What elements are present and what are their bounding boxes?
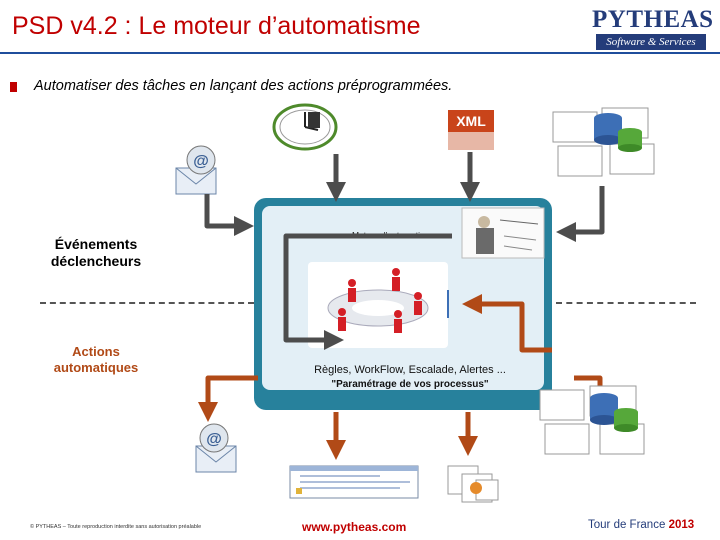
parametrage-text: "Paramétrage de vos processus" [290, 379, 530, 390]
footer-tour-prefix: Tour de France [588, 519, 665, 531]
footer-website-link[interactable]: www.pytheas.com [302, 520, 406, 534]
rules-text: Règles, WorkFlow, Escalade, Alertes ... [290, 364, 530, 376]
arrow-feedback [472, 304, 552, 350]
users-sketch-image [462, 208, 544, 258]
footer-tour-year: 2013 [669, 519, 695, 531]
arrow-database [566, 186, 602, 232]
arrow-to-email [208, 378, 258, 412]
footer-copyright: © PYTHEAS – Toute reproduction interdite… [30, 524, 201, 530]
action-arrows [208, 304, 600, 450]
reports-icon [448, 466, 498, 502]
app-window-icon [290, 466, 418, 498]
xml-label: XML [456, 113, 486, 129]
email-at-top: @ [193, 153, 209, 170]
email-at-bottom: @ [206, 431, 222, 448]
arrow-email [207, 194, 244, 226]
people-network-icon [328, 268, 428, 333]
clock-icon [274, 105, 336, 149]
footer-tour: Tour de France 2013 [588, 519, 694, 531]
database-icon-bottom [540, 386, 644, 454]
database-icon-top [553, 108, 654, 176]
